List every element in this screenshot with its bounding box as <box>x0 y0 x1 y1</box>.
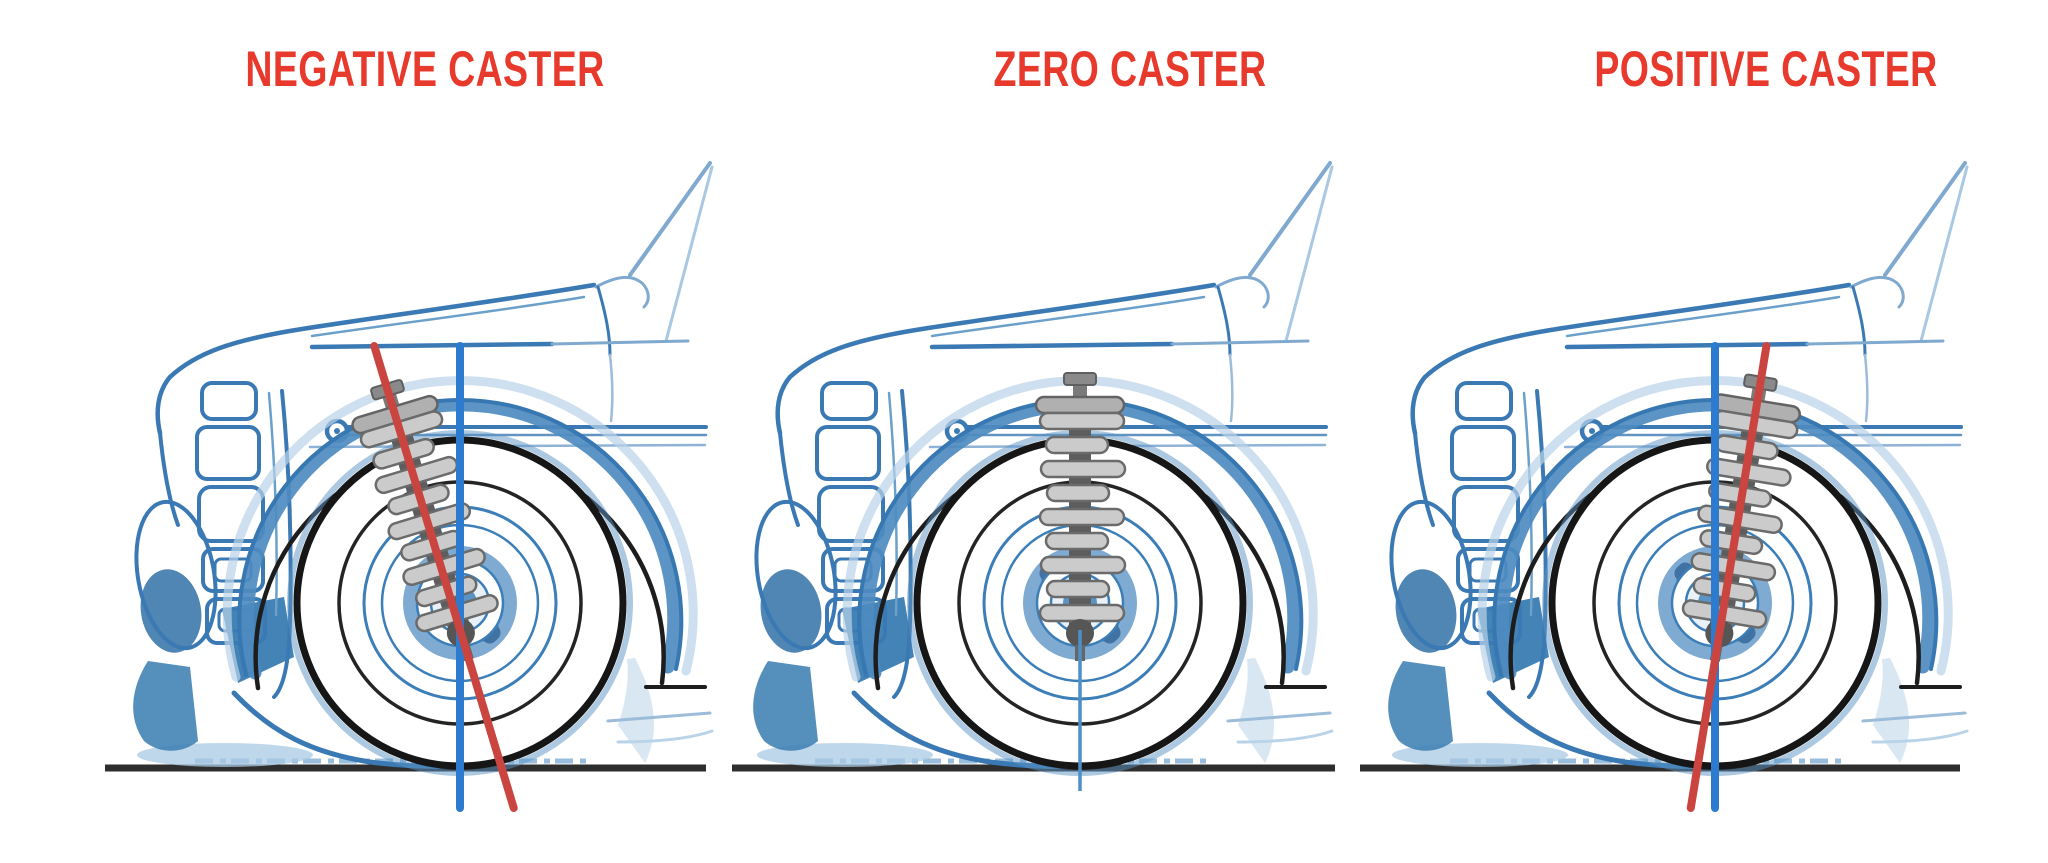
panel-illustration-negative-caster <box>126 163 712 812</box>
panel-title-zero: ZERO CASTER <box>993 41 1267 97</box>
panel-illustration-positive-caster <box>1381 163 1967 812</box>
coil-spring-strut <box>1034 371 1127 663</box>
panel-title-negative: NEGATIVE CASTER <box>245 41 605 97</box>
panel-title-positive: POSITIVE CASTER <box>1594 41 1938 97</box>
panels-layer <box>126 163 1967 812</box>
panel-illustration-zero-caster <box>746 163 1332 791</box>
steering-axis-line-negative-caster <box>370 342 518 812</box>
steering-axis-line-positive-caster <box>1686 342 1771 812</box>
strut-drawing <box>1034 371 1127 663</box>
